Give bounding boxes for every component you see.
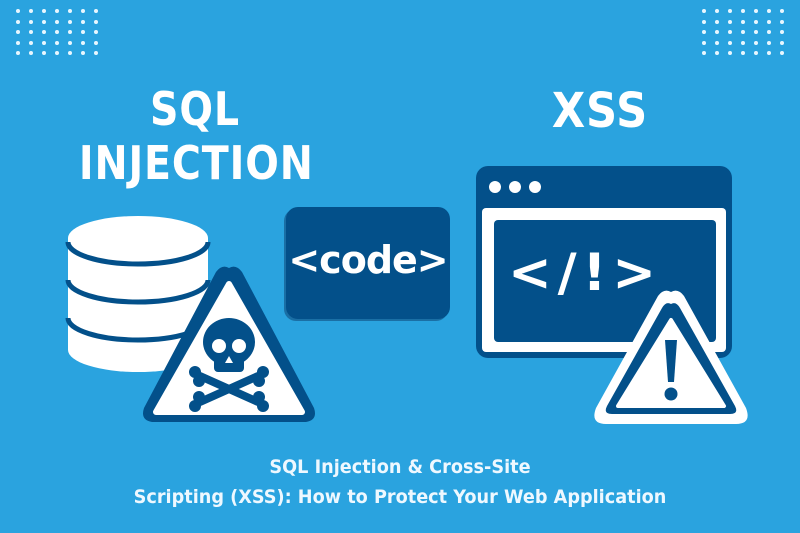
dot <box>16 9 20 13</box>
dot <box>94 40 98 45</box>
dot <box>741 51 745 55</box>
code-badge: <code> <box>286 207 450 319</box>
dot <box>16 19 20 24</box>
dot <box>55 19 59 24</box>
dot <box>754 40 758 45</box>
xss-title: XSS <box>551 83 649 139</box>
dot <box>780 19 784 24</box>
dot <box>715 40 719 45</box>
dot <box>754 30 758 34</box>
dot <box>728 19 732 24</box>
dot <box>741 30 745 34</box>
dot <box>702 51 706 55</box>
dot <box>715 30 719 34</box>
dot <box>81 51 85 55</box>
dot <box>81 30 85 34</box>
caption: SQL Injection & Cross-Site Scripting (XS… <box>0 452 800 512</box>
dot-grid-right-decoration <box>702 9 793 62</box>
dot <box>16 40 20 45</box>
dot <box>16 51 20 55</box>
dot <box>42 19 46 24</box>
dot <box>754 51 758 55</box>
dot <box>42 9 46 13</box>
dot <box>767 9 771 13</box>
dot <box>29 40 33 45</box>
dot <box>715 51 719 55</box>
dot <box>767 30 771 34</box>
window-dot-2 <box>509 181 521 193</box>
dot <box>94 51 98 55</box>
dot <box>728 30 732 34</box>
dot <box>68 40 72 45</box>
window-code-text: </!> <box>508 243 662 303</box>
dot <box>81 40 85 45</box>
dot <box>754 9 758 13</box>
dot <box>715 9 719 13</box>
dot <box>68 9 72 13</box>
dot <box>94 9 98 13</box>
skull-warning-triangle-icon <box>143 266 315 422</box>
dot <box>754 19 758 24</box>
dot <box>767 51 771 55</box>
dot <box>702 40 706 45</box>
dot <box>741 19 745 24</box>
dot <box>741 9 745 13</box>
dot <box>42 30 46 34</box>
dot <box>702 30 706 34</box>
dot <box>55 40 59 45</box>
dot <box>55 30 59 34</box>
sql-title-line1: SQL <box>150 82 240 136</box>
dot <box>42 51 46 55</box>
caption-line2: Scripting (XSS): How to Protect Your Web… <box>133 486 667 508</box>
dot <box>29 51 33 55</box>
database-icon <box>65 216 211 372</box>
dot <box>55 9 59 13</box>
dot <box>780 9 784 13</box>
dot <box>767 40 771 45</box>
code-label: <code> <box>288 238 448 282</box>
dot <box>728 51 732 55</box>
dot <box>728 40 732 45</box>
dot <box>780 51 784 55</box>
window-dot-3 <box>529 181 541 193</box>
dot <box>81 19 85 24</box>
dot-grid-left-decoration <box>16 9 107 62</box>
dot <box>715 19 719 24</box>
sql-injection-title: SQL INJECTION <box>78 82 314 190</box>
dot <box>780 40 784 45</box>
caption-line1: SQL Injection & Cross-Site <box>269 456 531 478</box>
dot <box>29 9 33 13</box>
dot <box>94 30 98 34</box>
dot <box>68 51 72 55</box>
window-dot-1 <box>489 181 501 193</box>
dot <box>702 19 706 24</box>
dot <box>81 9 85 13</box>
dot <box>68 30 72 34</box>
dot <box>767 19 771 24</box>
dot <box>741 40 745 45</box>
dot <box>728 9 732 13</box>
dot <box>16 30 20 34</box>
dot <box>55 51 59 55</box>
dot <box>29 19 33 24</box>
dot <box>68 19 72 24</box>
dot <box>702 9 706 13</box>
warning-triangle-icon <box>594 290 748 424</box>
dot <box>94 19 98 24</box>
dot <box>29 30 33 34</box>
dot <box>780 30 784 34</box>
sql-title-line2: INJECTION <box>78 136 314 190</box>
dot <box>42 40 46 45</box>
